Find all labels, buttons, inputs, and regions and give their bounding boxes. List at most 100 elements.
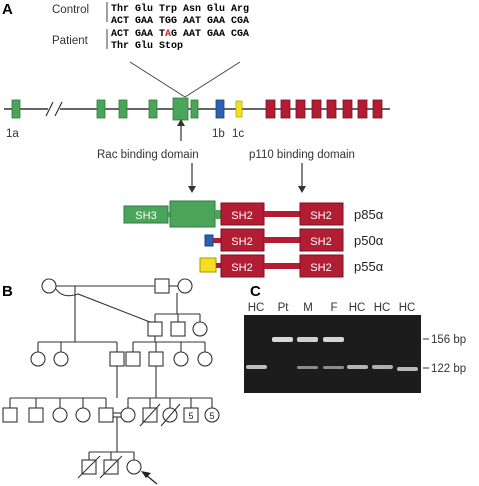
ped-g3-3: [52, 407, 68, 423]
p85-sh2-c-label: SH2: [310, 210, 331, 222]
proband-arrow-shaft: [145, 474, 158, 485]
ped-i-2: [154, 278, 170, 294]
exon-green-3: [118, 99, 128, 119]
ped-deceased-2: [160, 403, 181, 427]
band-hc2-122: [347, 365, 368, 369]
p50-linker: [213, 238, 221, 243]
marker-156: 156 bp: [431, 334, 466, 346]
ped-count-circle: 5: [209, 411, 214, 421]
isoform-p50: SH2 SH2 p50α: [204, 228, 384, 252]
ped-g4-proband: [126, 459, 142, 475]
p50-sh2-n-label: SH2: [231, 236, 252, 248]
ped-deceased-3: [77, 455, 101, 479]
red-exons: [265, 99, 383, 119]
ped-ii-5: [170, 321, 186, 337]
ped-ii-2: [53, 351, 69, 367]
p55-linker: [216, 263, 221, 268]
isoform-p55: SH2 SH2 p55α: [199, 254, 384, 278]
p85-rac-domain: [169, 200, 216, 228]
ped-iii-d: [197, 351, 213, 367]
ped-g3-1: [2, 407, 18, 423]
exon-label-1a: 1a: [6, 128, 19, 140]
lane-label-4: F: [330, 302, 337, 314]
rac-arrow-head: [188, 186, 196, 193]
band-pt-156: [272, 337, 293, 342]
ped-i-1: [41, 278, 57, 294]
gel-image: [244, 315, 421, 393]
gene-break-mark-2: [54, 101, 63, 117]
band-hc1-122: [246, 365, 267, 369]
lane-label-3: M: [303, 302, 313, 314]
exon-red-7: [357, 99, 368, 119]
p110-binding-label: p110 binding domain: [249, 149, 355, 161]
lane-label-6: HC: [374, 302, 391, 314]
exon-red-4: [311, 99, 322, 119]
mutation-arrow-head: [177, 119, 185, 126]
p85-ish2: [264, 211, 300, 217]
exon-label-1c: 1c: [232, 128, 244, 140]
isoform-p85: SH3 SH2 SH2 p85α: [123, 200, 384, 228]
ped-ii-6: [192, 321, 208, 337]
ped-iii-c: [173, 351, 189, 367]
p85-sh3-label: SH3: [135, 210, 156, 222]
p55-ish2: [264, 263, 300, 269]
rac-binding-label: Rac binding domain: [97, 149, 199, 161]
control-nt: ACT GAA TGG AAT GAA CGA: [111, 16, 249, 27]
ped-g3-mother: [120, 407, 136, 423]
p50-ish2: [264, 237, 300, 243]
ped-count-box: 5: [188, 411, 193, 421]
exon-1a: [11, 99, 21, 119]
band-m-156: [297, 337, 318, 342]
exon-red-2: [280, 99, 291, 119]
p55-sh2-c-label: SH2: [310, 262, 331, 274]
zoom-line-right: [184, 61, 241, 98]
p55-n-term: [199, 257, 217, 273]
patient-nt: ACT GAA TAG AAT GAA CGA: [111, 29, 249, 40]
isoform-name-p85: p85α: [354, 207, 384, 222]
band-m-122: [297, 366, 318, 369]
p50-sh2-c-label: SH2: [310, 236, 331, 248]
lane-label-7: HC: [399, 302, 416, 314]
ped-deceased-4: [99, 455, 123, 479]
band-f-156: [323, 337, 344, 342]
gene-break-mark-1: [45, 101, 54, 117]
exon-green-2: [96, 99, 106, 119]
patient-nt-mutation: A: [165, 29, 171, 40]
ped-iii-b: [148, 351, 164, 367]
control-label: Control: [52, 4, 89, 16]
ped-i-3: [177, 278, 193, 294]
isoform-name-p55: p55α: [354, 259, 384, 274]
band-hc3-122: [372, 365, 393, 369]
ped-g3-2: [28, 407, 44, 423]
pedigree: [2, 278, 220, 479]
exon-red-8: [372, 99, 383, 119]
proband-arrow-head: [141, 471, 151, 478]
patient-aa: Thr Glu Stop: [111, 40, 183, 52]
exon-red-3: [295, 99, 306, 119]
panel-label-b: B: [2, 283, 13, 300]
exon-label-1b: 1b: [212, 128, 225, 140]
p85-sh2-c: [299, 202, 344, 226]
p50-n-term: [204, 234, 214, 247]
green-exons: [11, 97, 199, 121]
p55-sh2-c: [299, 254, 344, 278]
ped-ii-1: [30, 351, 46, 367]
ped-g3-4: [75, 407, 91, 423]
exon-mutated: [172, 97, 189, 121]
panel-label-a: A: [2, 1, 13, 18]
p85-linker-2: [215, 210, 221, 219]
patient-nt-pre: ACT GAA T: [111, 29, 165, 40]
p50-sh2-c: [299, 228, 344, 252]
lane-label-2: Pt: [278, 302, 290, 314]
ped-g3-10: [204, 407, 220, 423]
marker-122: 122 bp: [431, 363, 466, 375]
ped-deceased-1: [139, 403, 161, 427]
exon-green-6: [190, 99, 199, 119]
lane-label-5: HC: [349, 302, 366, 314]
band-hc4-122: [397, 367, 418, 371]
ped-iii-a: [125, 351, 141, 367]
patient-nt-post: G AAT GAA CGA: [171, 29, 249, 40]
panel-label-c: C: [250, 283, 261, 300]
isoform-name-p50: p50α: [354, 233, 384, 248]
